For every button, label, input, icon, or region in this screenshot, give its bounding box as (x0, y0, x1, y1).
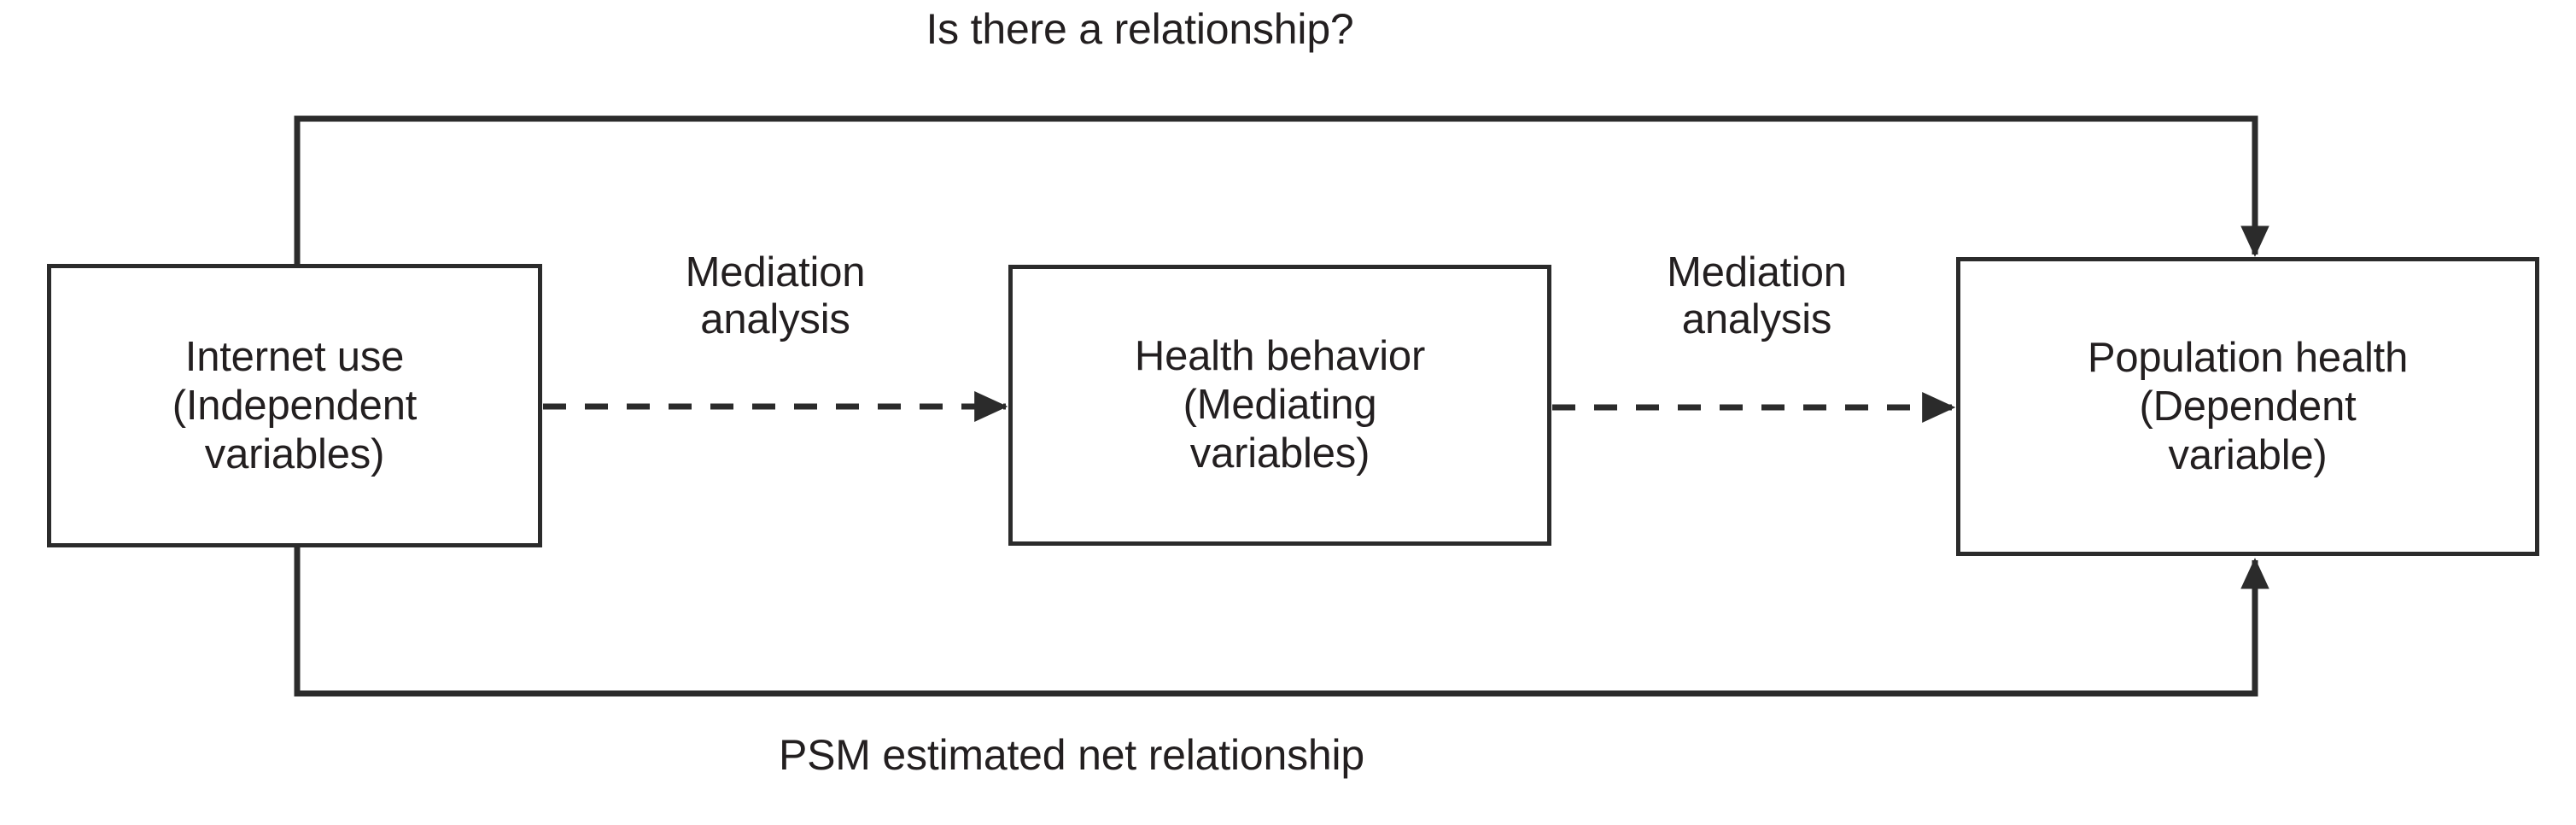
edge-label-mediation-2-line2: analysis (1681, 296, 1832, 342)
edge-label-mediation-1-line2: analysis (700, 296, 850, 342)
edge-label-mediation-2-line1: Mediation (1667, 249, 1847, 295)
edge-bottom-loop (294, 546, 2269, 697)
node-independent-title: Internet use (184, 333, 405, 380)
bottom-loop-label: PSM estimated net relationship (778, 731, 1365, 779)
node-mediating-subtitle2: variables) (1189, 430, 1370, 477)
node-dependent-title: Population health (2087, 334, 2409, 381)
node-dependent-subtitle2: variable) (2168, 431, 2328, 478)
node-mediating-subtitle: (Mediating (1183, 382, 1377, 428)
node-independent-subtitle2: variables) (204, 430, 385, 477)
edge-label-mediation-1-line1: Mediation (685, 249, 866, 295)
top-loop-label: Is there a relationship? (926, 5, 1354, 53)
node-mediating-title: Health behavior (1134, 333, 1426, 379)
node-independent-subtitle: (Independent (172, 382, 418, 429)
node-dependent-subtitle: (Dependent (2139, 383, 2357, 430)
edge-top-loop (294, 115, 2269, 266)
